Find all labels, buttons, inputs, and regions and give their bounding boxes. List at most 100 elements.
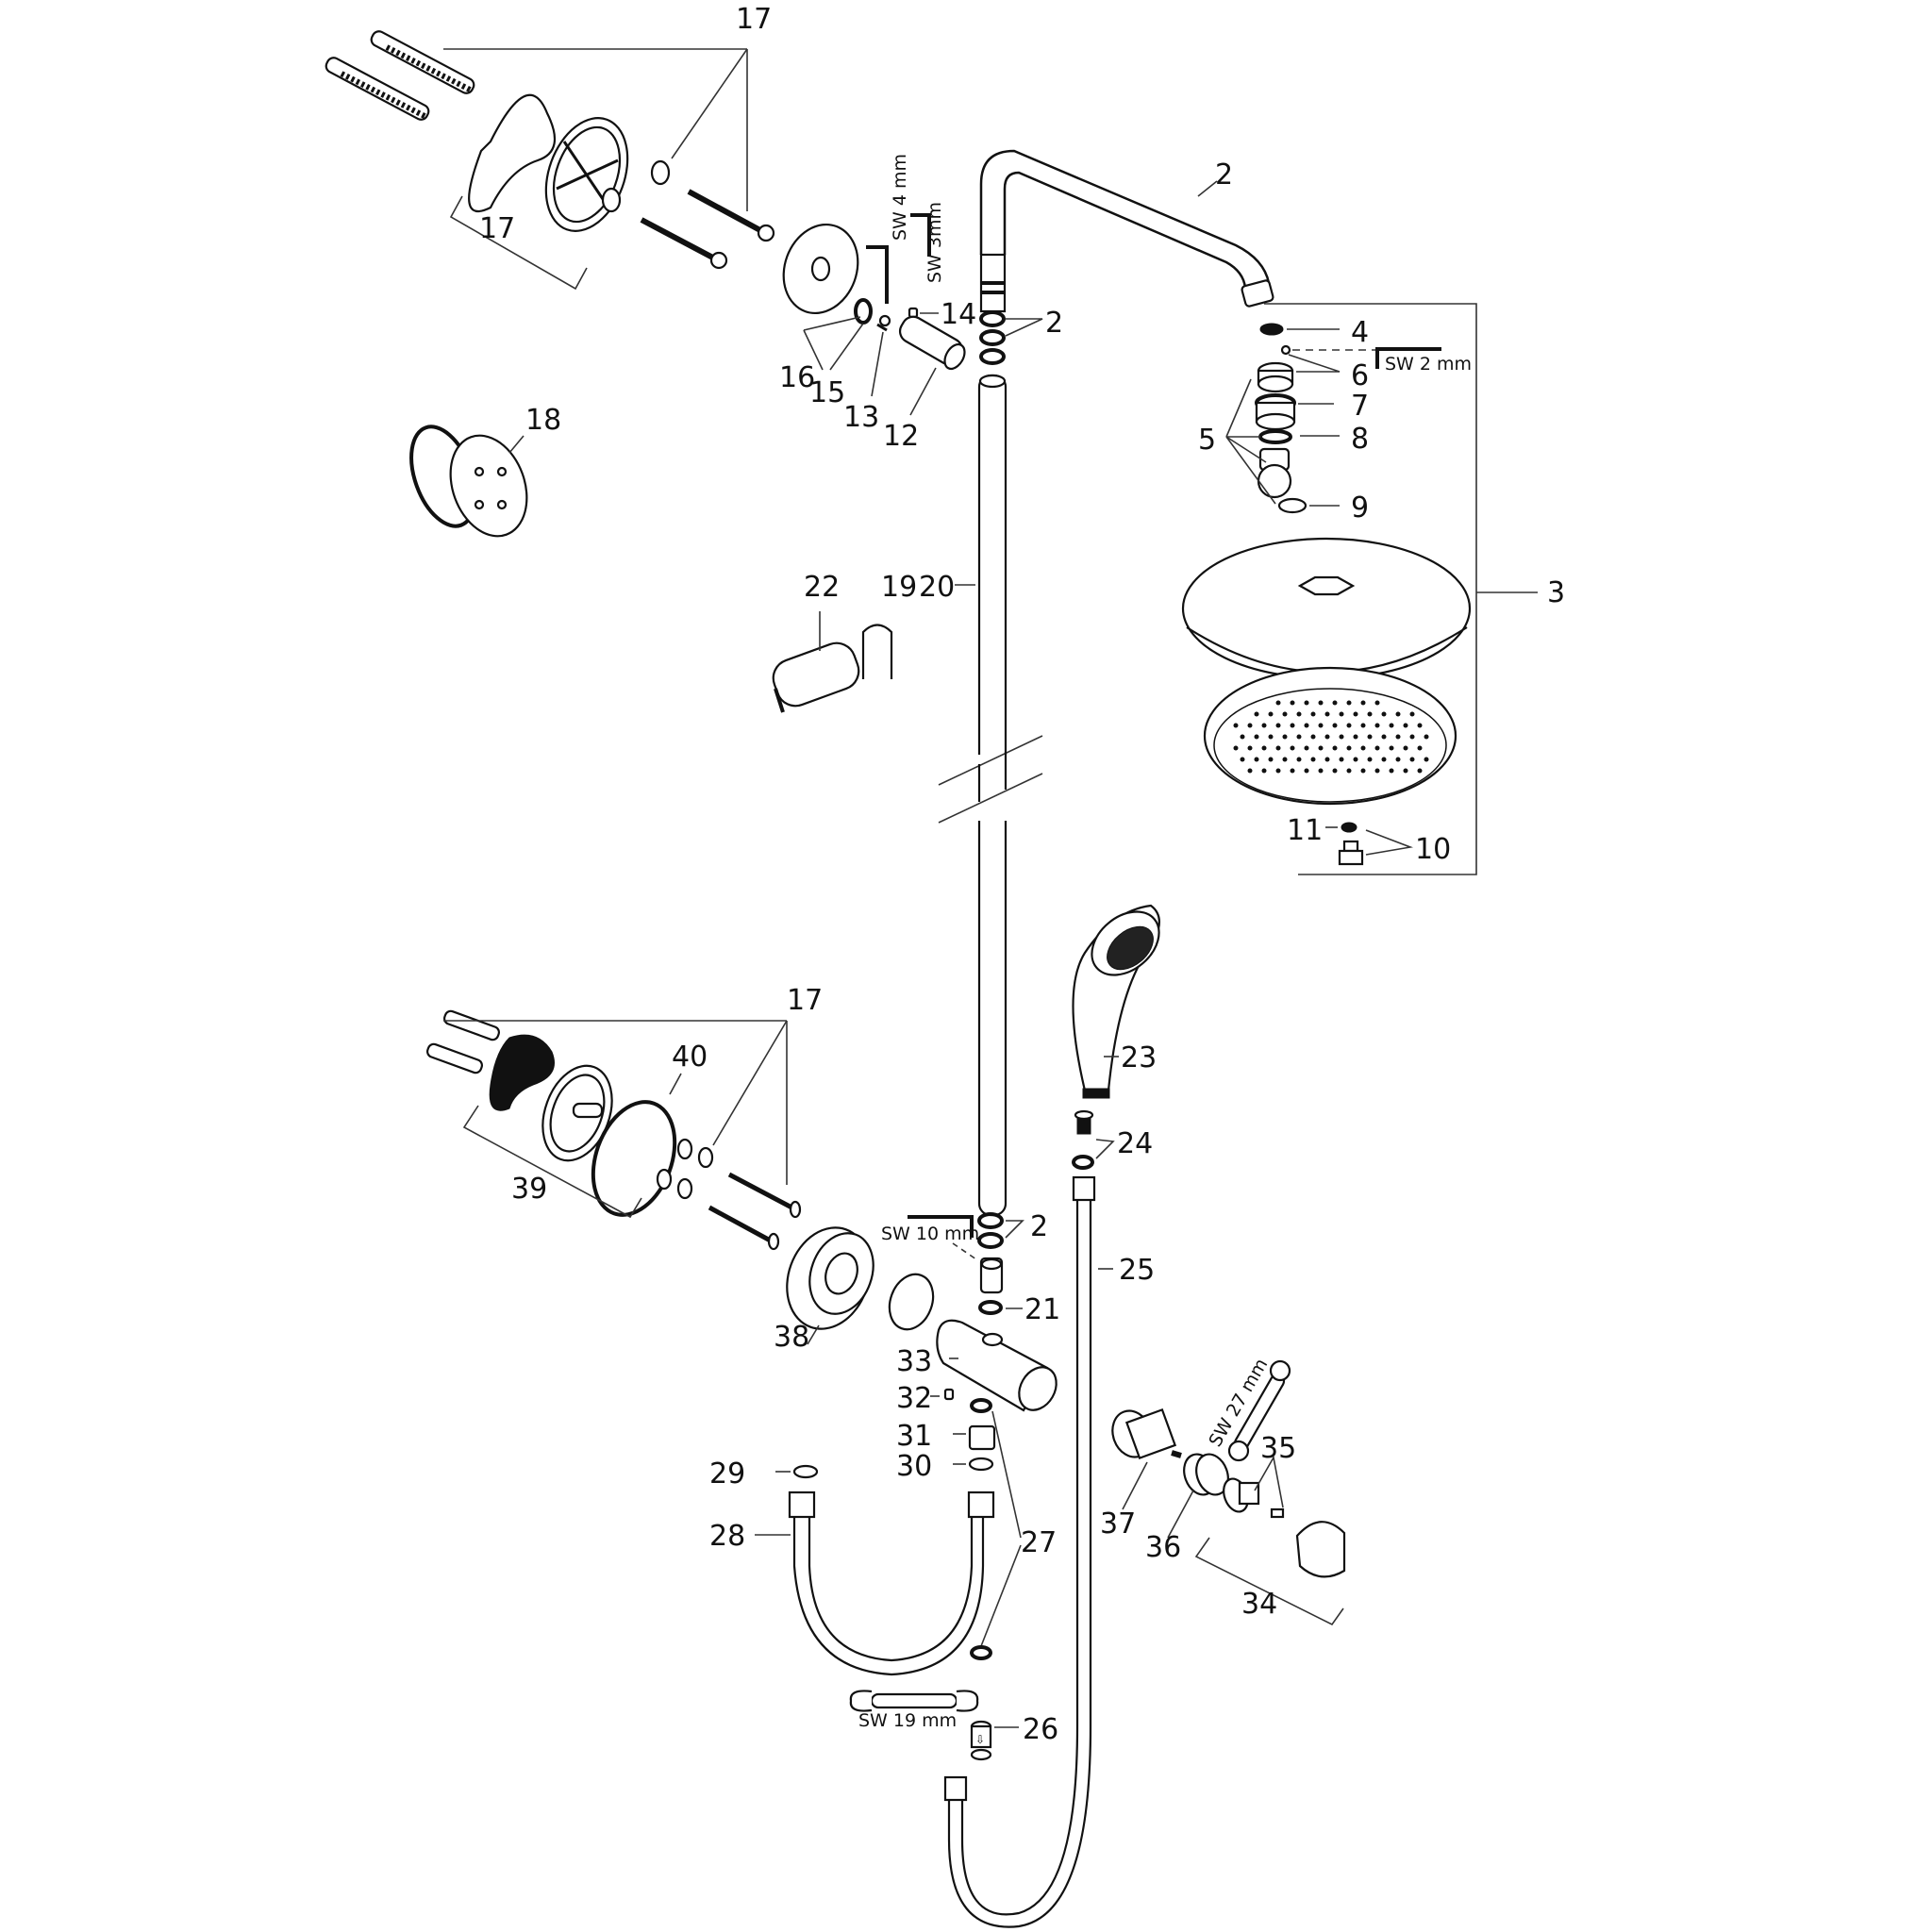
nozzle-dot [1290, 745, 1295, 751]
allen-key-10mm [908, 1215, 974, 1238]
callout-17a: 17 [736, 3, 772, 36]
tool-label-sw10: SW 10 mm [881, 1224, 979, 1244]
nozzle-dot [1254, 757, 1259, 762]
nozzle-dot [1389, 723, 1394, 728]
nozzle-dot [1409, 757, 1415, 762]
ball-joint [1257, 447, 1292, 499]
grub-screw [943, 1388, 955, 1401]
nozzle-dot [1254, 734, 1259, 740]
nozzle-dot [1310, 757, 1316, 762]
callout-24: 23 [1121, 1041, 1157, 1074]
screw [1270, 1507, 1285, 1519]
callout-13: 13 [843, 401, 879, 434]
connector-nipple [979, 1257, 1004, 1294]
callout-16: 16 [779, 361, 815, 394]
anchor-bolt-4 [426, 1042, 483, 1074]
o-ring [854, 298, 873, 325]
callout-12: 12 [883, 420, 919, 453]
nozzle-dot [1332, 723, 1338, 728]
nozzle-dot [1282, 757, 1288, 762]
nozzle-dot [1296, 757, 1302, 762]
tool-label-sw2: SW 2 mm [1385, 354, 1472, 375]
large-o-ring [591, 1100, 677, 1217]
callout-23: 22 [804, 571, 840, 604]
tool-label-sw4: SW 4 mm [890, 154, 910, 241]
diverter-cartridge [1111, 1407, 1182, 1460]
nozzle-dot [1381, 734, 1387, 740]
nozzle-dot [1275, 768, 1281, 774]
mounting-gasket-dark [489, 1034, 555, 1111]
nozzle-dot [1324, 734, 1330, 740]
callout-28: 27 [1021, 1526, 1057, 1559]
washer [601, 187, 622, 213]
mounting-plate [544, 117, 629, 232]
allen-key-4mm [866, 245, 889, 304]
nozzle-dot [1374, 723, 1380, 728]
o-ring [1258, 429, 1292, 444]
nozzle-dot [1240, 757, 1245, 762]
cover-disc [888, 1273, 935, 1331]
nozzle-dot [1310, 734, 1316, 740]
wall-bracket-body [936, 1319, 1058, 1412]
nozzle-dot [1360, 745, 1366, 751]
callout-30: 29 [709, 1457, 745, 1491]
nozzle-dot [1403, 723, 1408, 728]
mounting-plate [541, 1064, 613, 1162]
nozzle-dot [1332, 745, 1338, 751]
callout-10: 10 [1415, 833, 1451, 866]
nozzle-dot [1389, 768, 1394, 774]
shower-arm [979, 149, 1274, 313]
nozzle-dot [1395, 757, 1401, 762]
screw [640, 217, 728, 270]
nozzle-dot [1339, 711, 1344, 717]
callout-21: 20 [919, 571, 955, 604]
callout-3: 3 [1547, 576, 1565, 609]
nozzle-dot [1318, 723, 1324, 728]
nozzle-dot [1282, 711, 1288, 717]
o-ring [979, 348, 1006, 365]
nozzle-dot [1374, 700, 1380, 706]
callout-6: 6 [1351, 359, 1369, 392]
o-ring [977, 1232, 1004, 1249]
o-ring [970, 1645, 992, 1660]
callout-35: 34 [1241, 1588, 1277, 1621]
grub-screw [1280, 344, 1291, 356]
nozzle-dot [1275, 723, 1281, 728]
callout-38: 37 [1100, 1507, 1136, 1541]
nozzle-dot [1353, 757, 1358, 762]
anchor-bolt-2 [325, 57, 430, 121]
adapter-ring [1183, 1453, 1229, 1496]
nozzle-dot [1304, 700, 1309, 706]
nut [1255, 393, 1296, 431]
nozzle-dot [1339, 734, 1344, 740]
callout-31: 30 [896, 1450, 932, 1483]
nozzle-dot [1332, 768, 1338, 774]
nozzle-dot [1318, 700, 1324, 706]
pin [876, 314, 891, 332]
wall-rosette [782, 223, 859, 315]
callout-1: 2 [1215, 158, 1233, 192]
callout-25: 24 [1117, 1127, 1153, 1160]
ball-joint-housing [1257, 361, 1294, 393]
callout-34: 33 [896, 1345, 932, 1378]
callout-20: 19 [881, 571, 917, 604]
screw [727, 1172, 802, 1219]
nozzle-dot [1304, 745, 1309, 751]
nozzle-dot [1403, 768, 1408, 774]
nozzle-dot [1247, 723, 1253, 728]
nozzle-dot [1346, 745, 1352, 751]
nozzle-dot [1374, 745, 1380, 751]
nozzle-dot [1304, 723, 1309, 728]
screw [708, 1205, 780, 1251]
wrench-19mm [849, 1690, 979, 1712]
sieve [792, 1464, 819, 1479]
hose-holder-cap [1295, 1521, 1346, 1578]
cover-ring [409, 425, 528, 538]
nozzle-dot [1367, 711, 1373, 717]
callout-5: 5 [1198, 424, 1216, 457]
ring [1277, 497, 1307, 514]
nozzle-dot [1247, 768, 1253, 774]
nozzle-dot [1290, 700, 1295, 706]
callout-41: 40 [672, 1041, 708, 1074]
